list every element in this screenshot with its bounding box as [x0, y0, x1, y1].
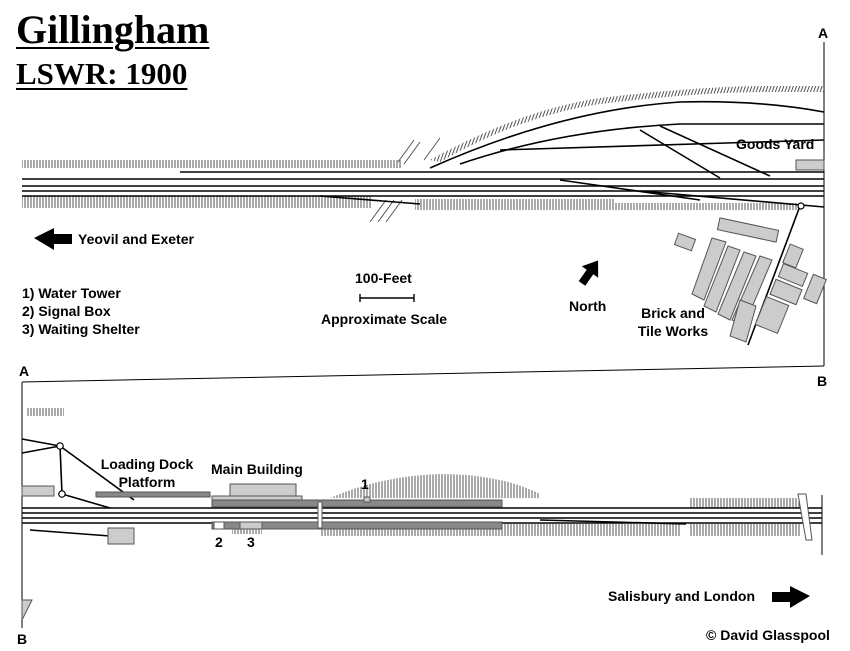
direction-west-label: Yeovil and Exeter [78, 231, 194, 247]
works-building [769, 278, 803, 306]
siding [21, 438, 61, 447]
upper-embankments [22, 86, 824, 223]
embankment-south-west [22, 196, 372, 208]
down-platform [211, 521, 503, 530]
scale-caption: Approximate Scale [321, 311, 448, 327]
works-building [673, 232, 697, 252]
brick-works-label-line1: Brick and [641, 305, 705, 321]
turntable-marker [797, 202, 805, 210]
north-label: North [569, 298, 607, 314]
siding [29, 529, 111, 537]
loading-dock-platform [95, 491, 211, 498]
siding-curve-outer [429, 100, 825, 169]
lower-panel [21, 382, 823, 628]
key-item-waiting-shelter: 3) Waiting Shelter [22, 321, 140, 337]
embankment-curve [430, 86, 824, 162]
embankment-south-east [612, 203, 802, 210]
bridge-parapet-south [369, 199, 403, 223]
lower-tracks [21, 438, 822, 537]
embankment [26, 408, 64, 416]
key-item-signal-box: 2) Signal Box [22, 303, 111, 319]
building-edge [21, 599, 33, 621]
marker-3: 3 [247, 534, 255, 550]
upper-tracks [22, 100, 825, 346]
water-tower [363, 496, 371, 503]
map-subtitle: LSWR: 1900 [16, 56, 188, 91]
siding [61, 493, 111, 509]
loading-dock-label-line2: Platform [118, 474, 176, 490]
brick-works-buildings [673, 217, 828, 343]
works-building [729, 299, 757, 343]
turntable-marker [56, 442, 64, 450]
embankment-north-west [22, 160, 402, 168]
upper-panel [21, 42, 825, 383]
overbridge [797, 493, 813, 541]
works-building [717, 251, 757, 321]
works-building [802, 273, 828, 305]
scale-title: 100-Feet [355, 270, 412, 286]
embankment-east-south [690, 524, 800, 536]
credit: © David Glasspool [706, 627, 830, 643]
works-building [782, 243, 804, 269]
works-building [777, 262, 809, 288]
siding-curve-inner [459, 123, 824, 165]
match-label-a-lower: A [19, 363, 30, 379]
goods-yard-road [499, 139, 825, 151]
works-building [703, 245, 741, 313]
waiting-shelter [239, 521, 263, 530]
footbridge [317, 501, 323, 529]
works-building [691, 237, 727, 301]
main-building-label: Main Building [211, 461, 303, 477]
arrow-east-icon [772, 586, 810, 608]
siding [59, 445, 135, 501]
direction-east-label: Salisbury and London [608, 588, 756, 604]
key-item-water-tower: 1) Water Tower [22, 285, 121, 301]
bridge-parapet-north [397, 137, 441, 165]
siding [59, 445, 63, 495]
map-title: Gillingham [16, 7, 210, 52]
up-platform [211, 499, 503, 508]
crossover-2 [559, 179, 701, 201]
yard-spur-1 [639, 129, 721, 179]
loading-dock-label-line1: Loading Dock [100, 456, 194, 472]
siding [21, 445, 61, 454]
match-label-b-lower: B [17, 631, 28, 647]
lower-buildings [21, 483, 503, 621]
goods-shed [795, 159, 825, 171]
works-building [754, 295, 790, 335]
brick-works-label-line2: Tile Works [637, 323, 709, 339]
crossover-1 [319, 195, 421, 205]
goods-building [107, 527, 135, 545]
loop-line [539, 519, 687, 525]
engine-shed [21, 485, 55, 497]
scale-bar [359, 294, 415, 302]
yard-spur-2 [659, 125, 771, 177]
upper-panel-bottom-edge [21, 365, 825, 383]
north-arrow-icon [578, 260, 599, 286]
marker-2: 2 [215, 534, 223, 550]
marker-1: 1 [361, 476, 369, 492]
embankment-east [690, 498, 800, 508]
embankment-south-mid [415, 199, 615, 210]
works-siding [639, 190, 825, 208]
match-label-a-upper: A [818, 25, 829, 41]
signal-box [213, 521, 225, 530]
turntable-marker [58, 490, 66, 498]
goods-yard-label: Goods Yard [736, 136, 815, 152]
works-building [716, 217, 780, 243]
embankment-mound [330, 474, 540, 498]
arrow-west-icon [34, 228, 72, 250]
match-label-b-upper: B [817, 373, 828, 389]
